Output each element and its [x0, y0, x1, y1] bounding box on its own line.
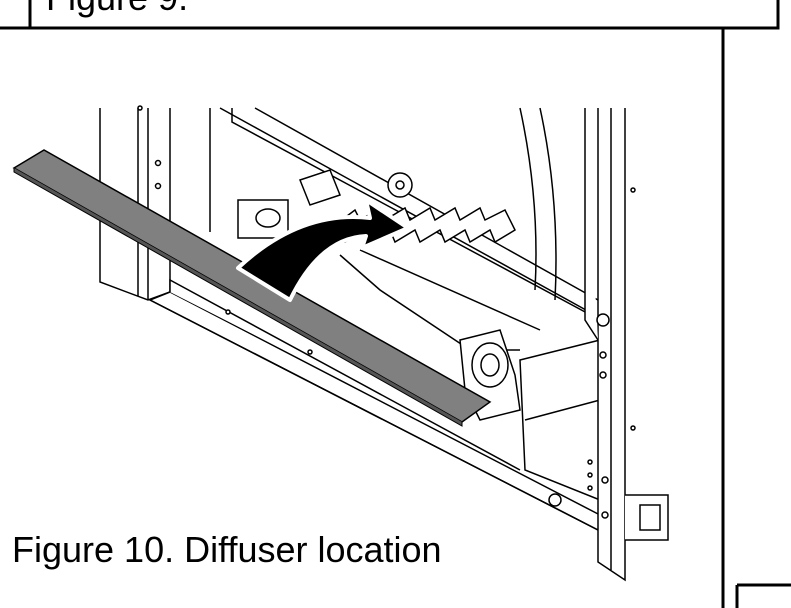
curved-arrow-icon — [236, 198, 410, 302]
appliance-base-rail — [148, 278, 601, 532]
previous-figure-caption: Figure 9. — [46, 0, 188, 18]
appliance-right-panel — [584, 108, 669, 582]
appliance-opening — [209, 107, 601, 321]
figure-caption: Figure 10. Diffuser location — [12, 530, 448, 570]
diffuser-strip — [12, 149, 492, 427]
